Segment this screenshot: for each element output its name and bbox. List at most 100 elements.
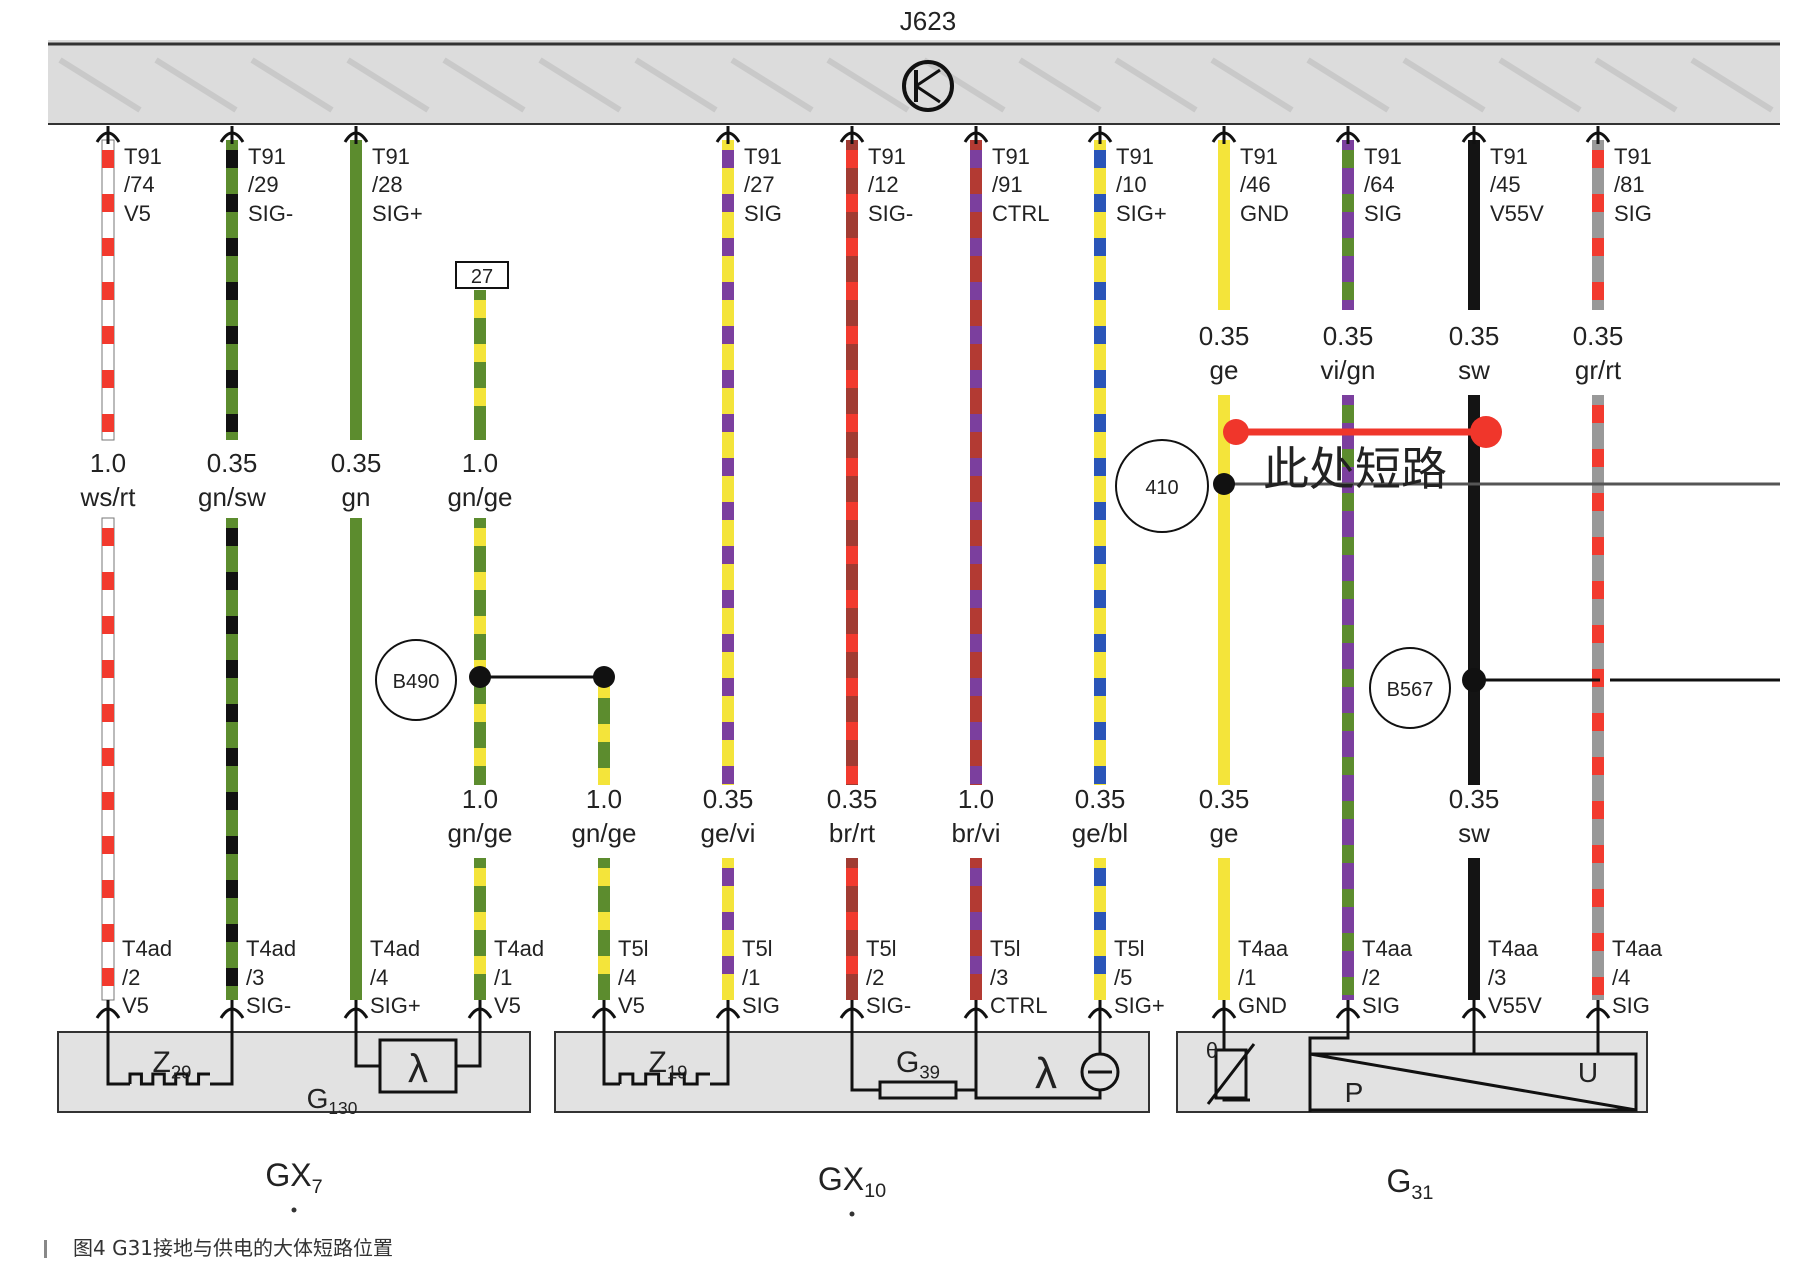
top-pin-number: /27 (744, 172, 775, 197)
wire-2-stripe (226, 616, 238, 634)
bottom-pin-connector: T4ad (246, 936, 296, 961)
wire-8-stripe (970, 912, 982, 930)
top-pin-connector: T91 (992, 144, 1030, 169)
wire-8-stripe (970, 766, 982, 784)
n410-bubble (1115, 439, 1209, 533)
wire-2-stripe (226, 370, 238, 388)
wire-2-stripe (226, 836, 238, 854)
wire-2-stripe (226, 194, 238, 212)
wire-1-stripe (102, 572, 114, 590)
bottom-pin-signal: SIG+ (370, 993, 421, 1018)
wire-5-stripe (598, 724, 610, 742)
ecu-hatch (1690, 57, 1774, 113)
wire-8-stripe (970, 326, 982, 344)
wire-6-stripe (722, 590, 734, 608)
wire-2-stripe (226, 924, 238, 942)
ecu-hatch (442, 57, 526, 113)
wire-7-stripe (846, 546, 858, 564)
wire-13-stripe (1592, 757, 1604, 775)
wire-13-stripe (1592, 282, 1604, 300)
z19-heater-icon (618, 1072, 710, 1086)
wire-12-gauge-bottom: 0.35 (1449, 784, 1500, 814)
wire-12-segment (1468, 395, 1480, 785)
wire-1-stripe (102, 370, 114, 388)
wire-13-segment (1592, 140, 1604, 310)
bottom-pin-number: /4 (1612, 965, 1630, 990)
wire-11-stripe (1342, 845, 1354, 863)
wire-5-gauge-bottom: 1.0 (586, 784, 622, 814)
bottom-pin-connector: T4ad (370, 936, 420, 961)
wire-11-stripe (1342, 282, 1354, 300)
wire-13-stripe (1592, 713, 1604, 731)
wire-11-stripe (1342, 493, 1354, 511)
wire-9-stripe (1094, 956, 1106, 974)
wire-10-gauge-top: 0.35 (1199, 321, 1250, 351)
wire-1-stripe (102, 924, 114, 942)
wire-11-color-top: vi/gn (1321, 355, 1376, 385)
transistor-icon-collector (915, 68, 941, 88)
wire-10-segment (1218, 140, 1230, 310)
wire-5-stripe (598, 912, 610, 930)
pressure-sensor-diagonal (1309, 1052, 1637, 1112)
wire-9-stripe (1094, 868, 1106, 886)
top-pin-number: /12 (868, 172, 899, 197)
wire-5-stripe (598, 768, 610, 785)
caption-marker (44, 1240, 47, 1258)
wire-10-segment (1218, 395, 1230, 785)
wire-8-stripe (970, 282, 982, 300)
z29-heater-icon (128, 1072, 210, 1086)
wire-1-stripe (102, 238, 114, 256)
wire-4-stripe (474, 528, 486, 546)
top-pin-connector: T91 (248, 144, 286, 169)
bottom-pin-signal: SIG- (246, 993, 291, 1018)
wire-13-stripe (1592, 933, 1604, 951)
wire-9-stripe (1094, 150, 1106, 168)
wire-4-color-top: gn/ge (447, 482, 512, 512)
wire-12-color-top: sw (1458, 355, 1490, 385)
b490-label: B490 (393, 671, 440, 693)
wire-1-stripe (102, 792, 114, 810)
bottom-pin-signal: V5 (122, 993, 149, 1018)
b490-dot-right (593, 666, 615, 688)
wire-12-gauge-top: 0.35 (1449, 321, 1500, 351)
wire-6-stripe (722, 634, 734, 652)
wire-4-gauge-bottom: 1.0 (462, 784, 498, 814)
wire-3-color-top: gn (342, 482, 371, 512)
short-end-left (1223, 419, 1249, 445)
pressure-p-label: P (1345, 1077, 1364, 1108)
wire-7-stripe (846, 238, 858, 256)
wire-13-segment (1592, 395, 1604, 1000)
lambda-lead-left (354, 1018, 380, 1068)
bottom-pin-number: /3 (246, 965, 264, 990)
wire-7-stripe (846, 458, 858, 476)
wire-11-stripe (1342, 933, 1354, 951)
wire-6-stripe (722, 370, 734, 388)
wire-7-stripe (846, 282, 858, 300)
wire-7-stripe (846, 956, 858, 974)
wire-7-stripe (846, 502, 858, 520)
ecu-hatch (1306, 57, 1390, 113)
wire-1-gauge-top: 1.0 (90, 448, 126, 478)
wire-4-stripe (474, 956, 486, 974)
wire-11-stripe (1342, 194, 1354, 212)
wire-9-stripe (1094, 370, 1106, 388)
bottom-pin-signal: SIG+ (1114, 993, 1165, 1018)
figure-caption: 图4 G31接地与供电的大体短路位置 (44, 1232, 393, 1261)
wire-13-stripe (1592, 405, 1604, 423)
wire-6-stripe (722, 722, 734, 740)
wire-6-stripe (722, 868, 734, 886)
top-pin-connector: T91 (1116, 144, 1154, 169)
pressure-u-label: U (1578, 1057, 1598, 1088)
wire-13-gauge-top: 0.35 (1573, 321, 1624, 351)
wire-7-stripe (846, 150, 858, 168)
ecu-hatch (1210, 57, 1294, 113)
bottom-pin-number: /1 (742, 965, 760, 990)
wire-6-stripe (722, 282, 734, 300)
wire-2-gauge-top: 0.35 (207, 448, 258, 478)
wire-11-gauge-top: 0.35 (1323, 321, 1374, 351)
caption-text: 图4 G31接地与供电的大体短路位置 (73, 1236, 394, 1260)
bottom-pin-number: /5 (1114, 965, 1132, 990)
bottom-pin-signal: SIG- (866, 993, 911, 1018)
wire-4-stripe (474, 868, 486, 886)
